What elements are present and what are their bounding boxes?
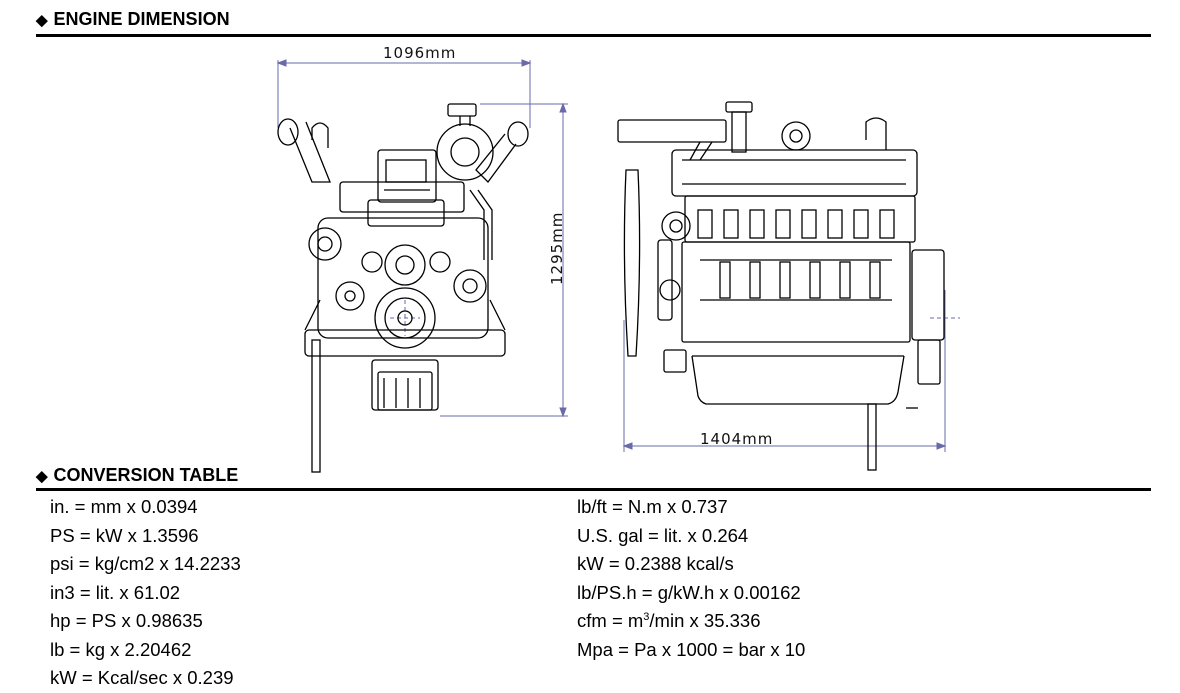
cfm-suffix: /min x 35.336 <box>649 610 761 631</box>
conversion-column-right: lb/ft = N.m x 0.737 U.S. gal = lit. x 0.… <box>577 493 805 664</box>
height-dimension-label: 1295mm <box>548 212 566 285</box>
conversion-row: PS = kW x 1.3596 <box>50 524 199 546</box>
conversion-table-header: ◆ CONVERSION TABLE <box>36 464 1151 491</box>
conversion-row: Mpa = Pa x 1000 = bar x 10 <box>577 638 806 660</box>
diamond-bullet-icon: ◆ <box>36 12 48 29</box>
cfm-prefix: cfm = m <box>577 610 644 631</box>
conversion-row: hp = PS x 0.98635 <box>50 610 203 631</box>
width-dimension-label: 1096mm <box>383 44 456 62</box>
cfm-exponent: 3 <box>643 610 650 623</box>
conversion-row: in3 = lit. x 61.02 <box>50 581 181 603</box>
length-dimension-label: 1404mm <box>700 430 773 448</box>
conversion-row: cfm = m3/min x 35.336 <box>577 607 805 636</box>
engine-dimension-title: ENGINE DIMENSION <box>53 9 230 29</box>
engine-front-view-drawing <box>277 103 529 473</box>
engine-side-view-drawing <box>617 101 945 471</box>
conversion-row: lb/PS.h = g/kW.h x 0.00162 <box>577 581 801 603</box>
conversion-row: psi = kg/cm2 x 14.2233 <box>50 553 241 574</box>
conversion-row: kW = 0.2388 kcal/s <box>577 553 734 574</box>
conversion-row: in. = mm x 0.0394 <box>50 496 198 517</box>
conversion-table-title: CONVERSION TABLE <box>53 465 239 485</box>
conversion-row: lb = kg x 2.20462 <box>50 638 192 660</box>
conversion-row: kW = Kcal/sec x 0.239 <box>50 667 234 688</box>
conversion-row: U.S. gal = lit. x 0.264 <box>577 524 749 546</box>
conversion-column-left: in. = mm x 0.0394 PS = kW x 1.3596 psi =… <box>50 493 241 693</box>
engine-dimension-header: ◆ ENGINE DIMENSION <box>36 8 1151 37</box>
diamond-bullet-icon: ◆ <box>36 468 48 485</box>
conversion-row: lb/ft = N.m x 0.737 <box>577 496 728 517</box>
